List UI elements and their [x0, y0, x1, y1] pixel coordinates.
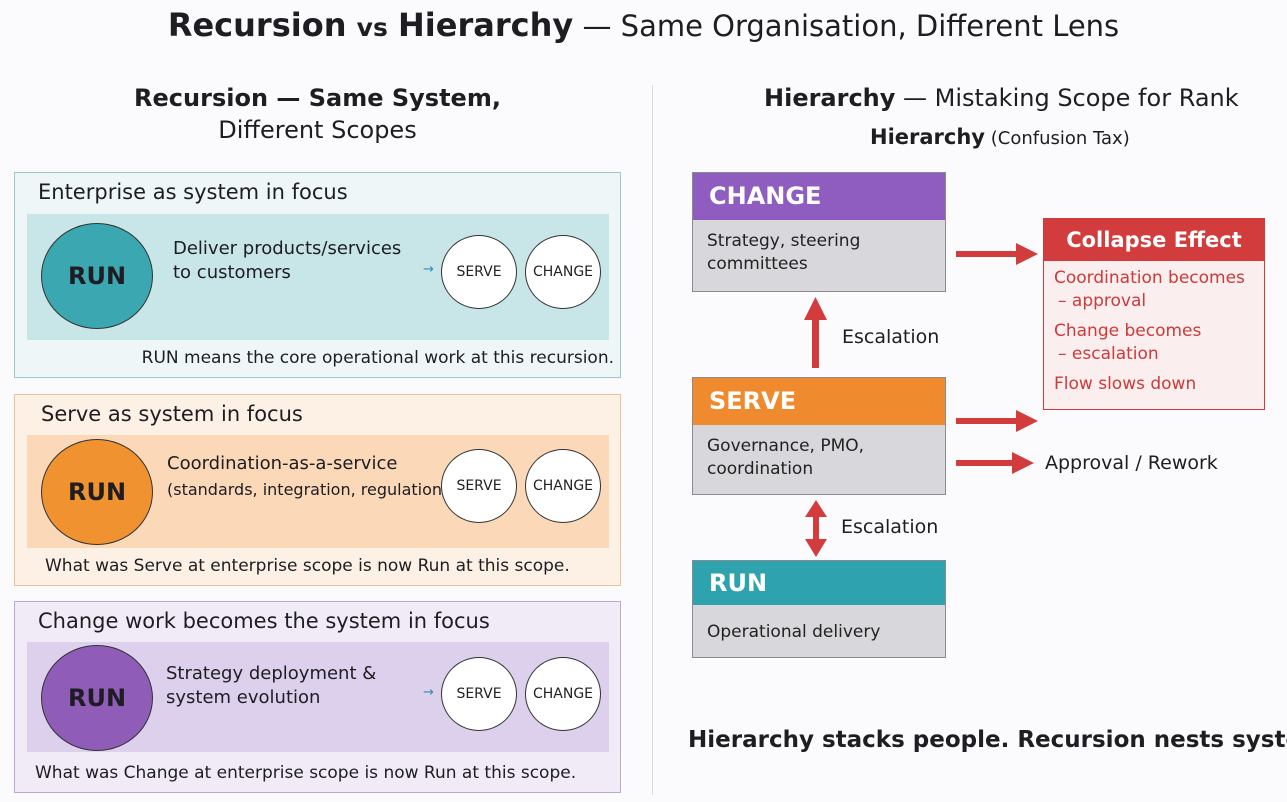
run-box-header: RUN: [693, 561, 945, 605]
change-circle: CHANGE: [525, 449, 601, 523]
panel-band: RUN Strategy deployment & system evoluti…: [27, 642, 609, 752]
panel-title: Enterprise as system in focus: [38, 180, 348, 204]
right-subheading-bold: Hierarchy: [870, 125, 985, 149]
footer-tagline: Hierarchy stacks people. Recursion nests…: [688, 727, 1287, 753]
arrow-right-icon: →: [423, 262, 434, 277]
serve-body-line2: coordination: [707, 459, 814, 479]
change-body-line1: Strategy, steering: [707, 231, 861, 251]
escalation-label-lower: Escalation: [841, 516, 939, 538]
serve-box-header: SERVE: [693, 378, 945, 425]
panel-serve: Serve as system in focus RUN Coordinatio…: [14, 394, 621, 586]
main-title: Recursion vs Hierarchy — Same Organisati…: [0, 4, 1287, 49]
collapse-effect-title: Collapse Effect: [1044, 219, 1264, 261]
center-divider: [652, 85, 653, 795]
desc-line2: system evolution: [166, 687, 321, 708]
panel-description: Strategy deployment & system evolution: [166, 662, 376, 710]
panel-note: RUN means the core operational work at t…: [141, 348, 614, 368]
right-heading-bold: Hierarchy: [764, 84, 896, 112]
collapse-item-coordination: Coordination becomes – approval: [1054, 267, 1254, 313]
desc-line2: (standards, integration, regulation): [167, 480, 449, 499]
serve-body-line1: Governance, PMO,: [707, 436, 865, 456]
title-recursion: Recursion: [167, 6, 347, 44]
run-box-body: Operational delivery: [693, 605, 945, 654]
change-box-header: CHANGE: [693, 173, 945, 220]
serve-circle: SERVE: [441, 449, 517, 523]
right-subheading: Hierarchy (Confusion Tax): [870, 123, 1130, 153]
left-heading-line1: Recursion — Same System,: [134, 84, 501, 112]
panel-description: Deliver products/services to customers: [173, 237, 401, 285]
desc-line2: to customers: [173, 262, 291, 283]
title-hierarchy: Hierarchy: [398, 6, 574, 44]
panel-title: Change work becomes the system in focus: [38, 609, 490, 633]
serve-circle: SERVE: [441, 235, 517, 309]
change-circle: CHANGE: [525, 657, 601, 731]
run-circle: RUN: [41, 439, 153, 545]
arrow-right-icon: →: [423, 685, 434, 700]
panel-band: RUN Deliver products/services to custome…: [27, 214, 609, 340]
collapse-effect-box: Collapse Effect Coordination becomes – a…: [1043, 218, 1265, 410]
right-subheading-rest: (Confusion Tax): [985, 128, 1130, 149]
arrow-serve-to-collapse: [956, 410, 1038, 432]
run-circle: RUN: [41, 223, 153, 329]
serve-circle: SERVE: [441, 657, 517, 731]
panel-note: What was Change at enterprise scope is n…: [35, 763, 577, 783]
change-circle: CHANGE: [525, 235, 601, 309]
arrow-approval: [956, 452, 1034, 474]
run-body-line1: Operational delivery: [707, 622, 881, 642]
right-heading-rest: — Mistaking Scope for Rank: [895, 84, 1239, 112]
desc-line1: Deliver products/services: [173, 238, 402, 259]
title-rest: — Same Organisation, Different Lens: [573, 9, 1120, 43]
serve-box-body: Governance, PMO, coordination: [693, 425, 945, 491]
change-box-body: Strategy, steering committees: [693, 220, 945, 286]
serve-box: SERVE Governance, PMO, coordination: [692, 377, 946, 495]
escalation-double-arrow: [805, 500, 827, 557]
collapse-line1a: Coordination becomes: [1054, 268, 1245, 288]
collapse-line2a: Change becomes: [1054, 321, 1202, 341]
panel-description: Coordination-as-a-service (standards, in…: [167, 452, 448, 502]
collapse-effect-body: Coordination becomes – approval Change b…: [1044, 261, 1264, 409]
change-body-line2: committees: [707, 254, 808, 274]
collapse-line3: Flow slows down: [1054, 374, 1197, 394]
collapse-line1b: – approval: [1058, 291, 1147, 311]
approval-rework-label: Approval / Rework: [1045, 452, 1218, 474]
left-heading: Recursion — Same System,: [14, 82, 621, 114]
panel-band: RUN Coordination-as-a-service (standards…: [27, 435, 609, 548]
run-circle: RUN: [41, 645, 153, 751]
panel-title: Serve as system in focus: [41, 402, 303, 426]
desc-line1: Strategy deployment &: [166, 663, 377, 684]
desc-line1: Coordination-as-a-service: [167, 453, 398, 474]
escalation-up-arrow: [804, 297, 827, 368]
title-vs: vs: [356, 13, 388, 42]
escalation-label-upper: Escalation: [842, 326, 940, 348]
panel-enterprise: Enterprise as system in focus RUN Delive…: [14, 172, 621, 378]
left-heading-line2: Different Scopes: [218, 116, 417, 144]
arrow-change-to-collapse: [956, 243, 1038, 265]
right-heading: Hierarchy — Mistaking Scope for Rank: [764, 82, 1239, 114]
change-box: CHANGE Strategy, steering committees: [692, 172, 946, 292]
collapse-item-change: Change becomes – escalation: [1054, 320, 1254, 366]
panel-change: Change work becomes the system in focus …: [14, 601, 621, 793]
collapse-line2b: – escalation: [1058, 344, 1159, 364]
run-box: RUN Operational delivery: [692, 560, 946, 658]
panel-note: What was Serve at enterprise scope is no…: [45, 556, 570, 576]
